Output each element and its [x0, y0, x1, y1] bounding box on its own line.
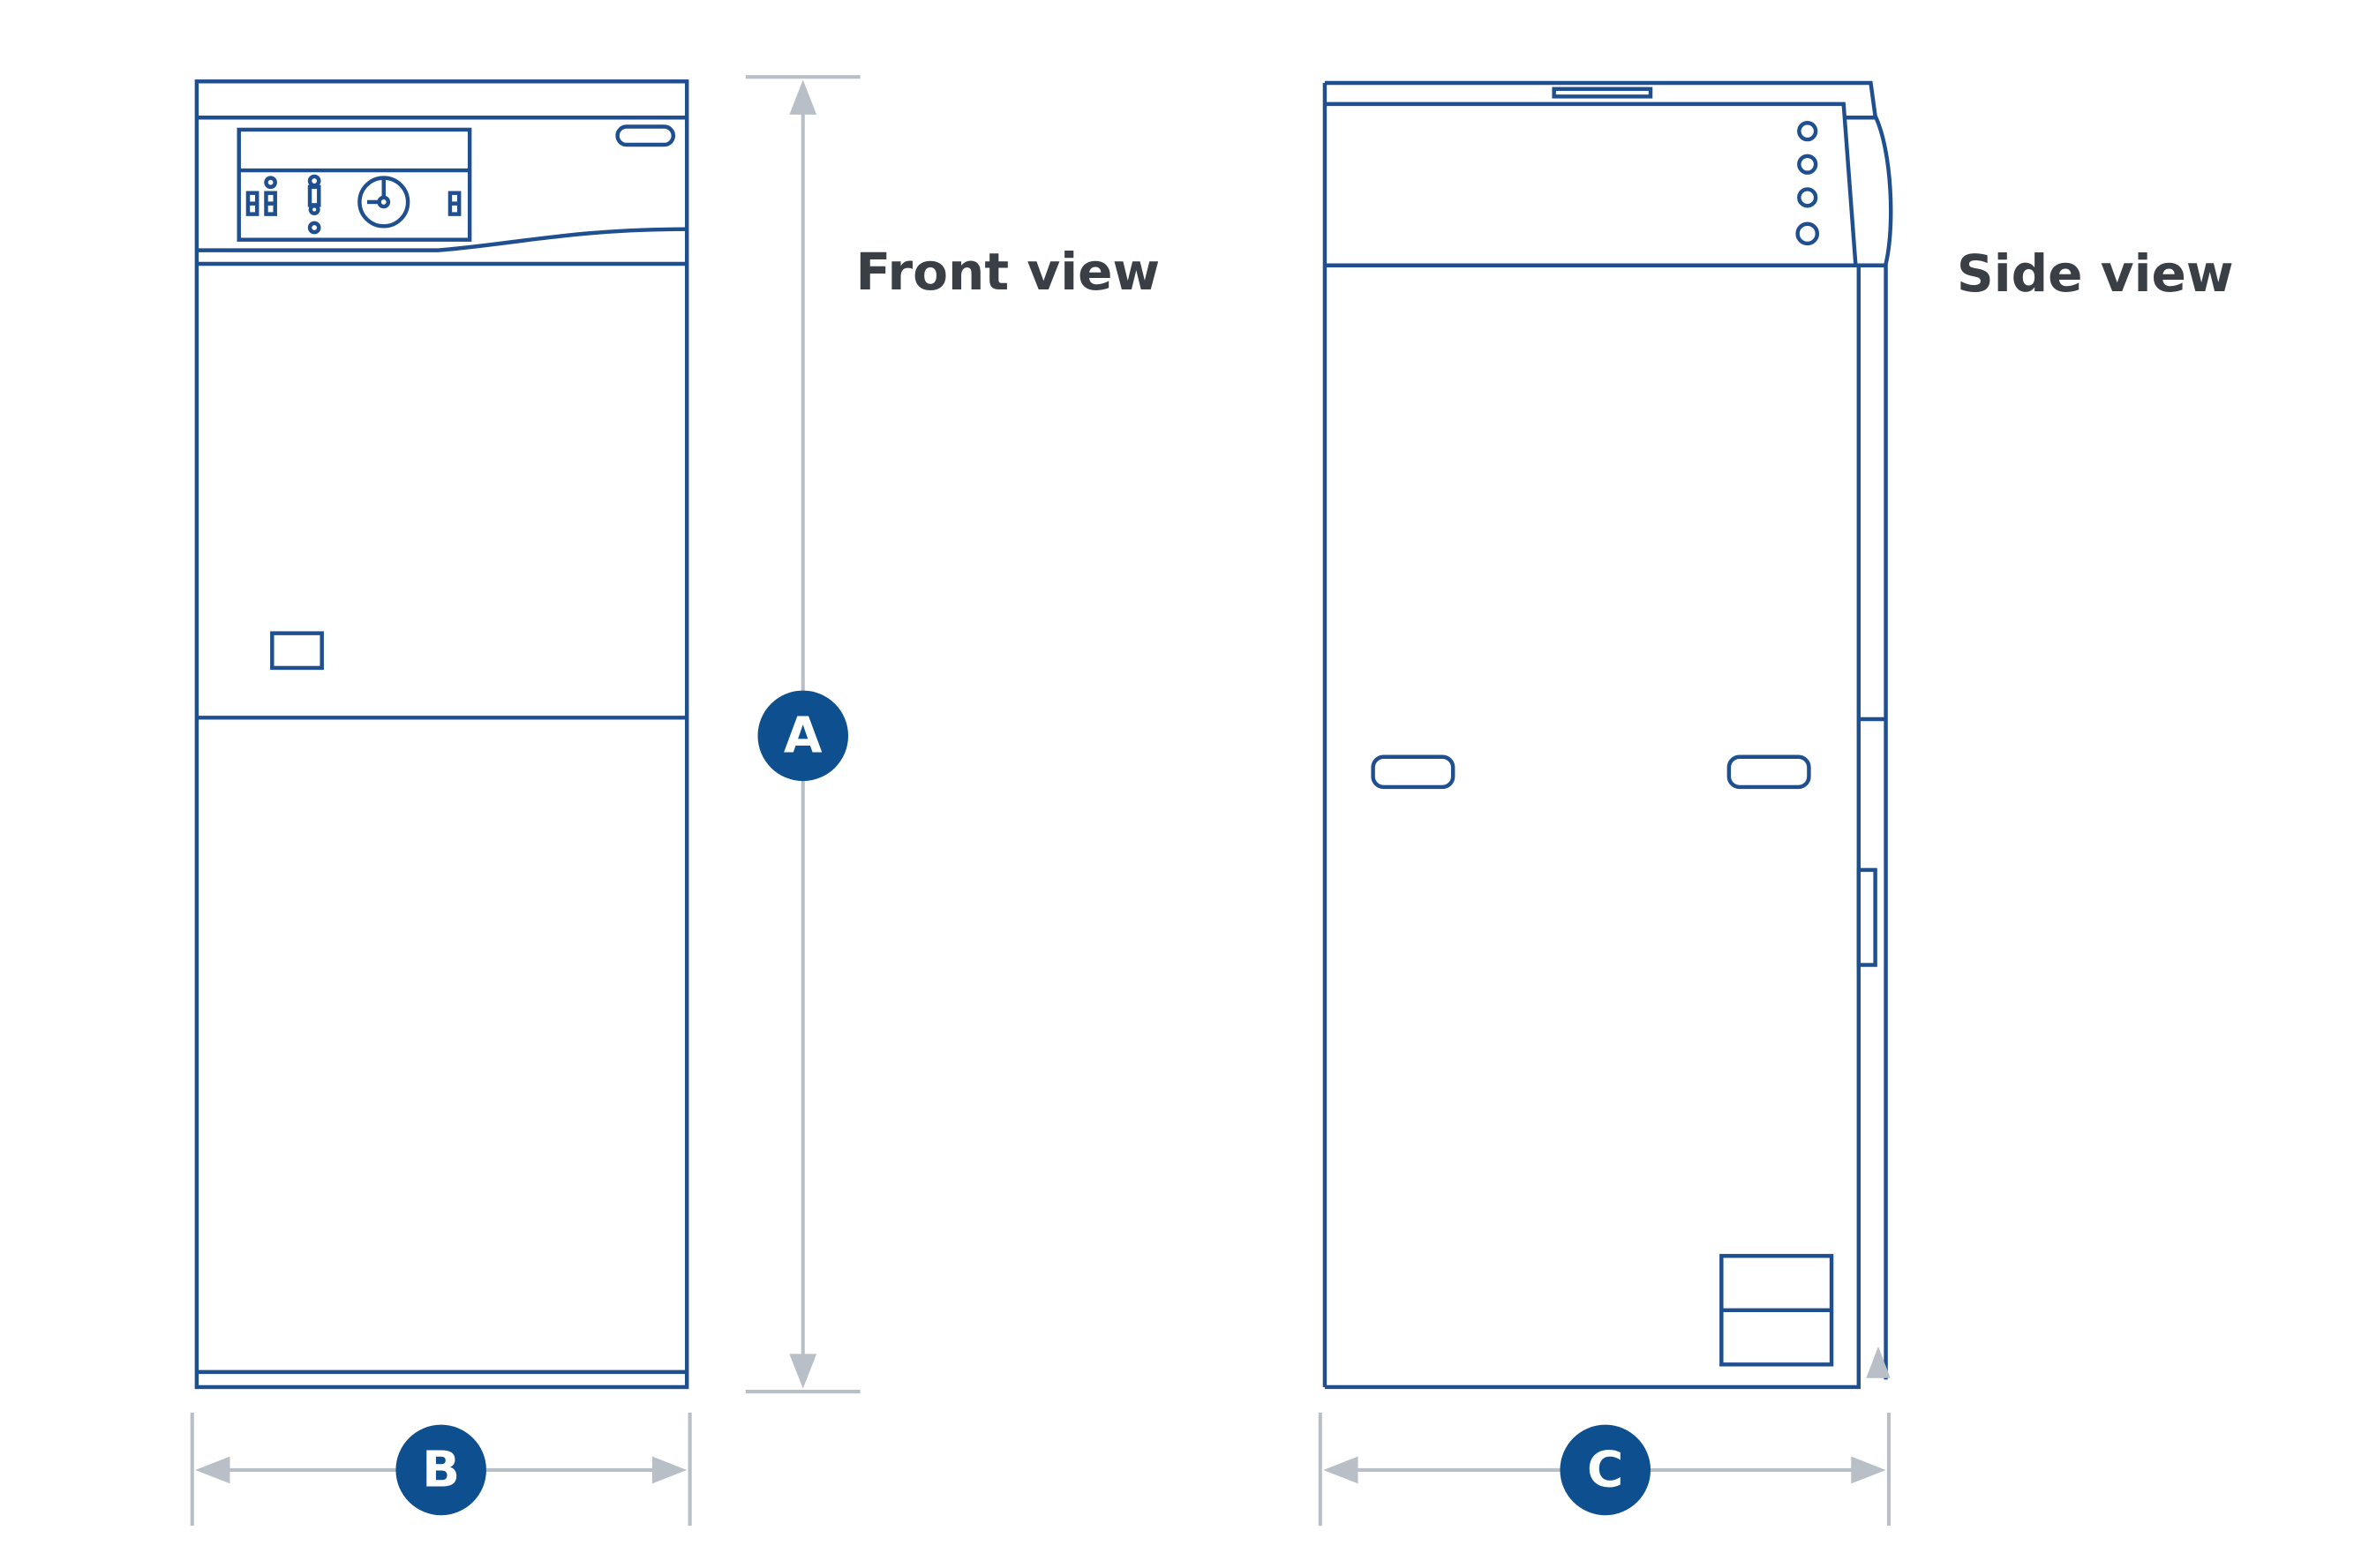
dimension-badge-c: C — [1560, 1424, 1651, 1516]
side-handle-right — [1726, 754, 1811, 790]
front-view-drawing — [194, 79, 689, 1390]
control-switch-3 — [307, 184, 321, 207]
side-port-2 — [1797, 154, 1818, 175]
front-cabinet-outline — [194, 79, 689, 1390]
indicator-light-1 — [264, 176, 277, 190]
dimension-badge-b: B — [395, 1424, 486, 1516]
side-port-1 — [1797, 121, 1818, 142]
side-top-vent — [1552, 86, 1653, 99]
front-handle — [615, 124, 676, 147]
side-port-4 — [1795, 221, 1820, 246]
side-outer-profile — [1324, 80, 1893, 1380]
indicator-light-2 — [307, 174, 321, 188]
side-port-3 — [1797, 187, 1818, 208]
badge-c-letter: C — [1587, 1441, 1623, 1498]
side-hinge — [1856, 867, 1877, 967]
front-swoosh — [196, 227, 688, 252]
side-handle-left — [1371, 754, 1455, 790]
front-view-label: Front view — [856, 242, 1161, 302]
badge-a-letter: A — [784, 707, 823, 764]
badge-b-letter: B — [422, 1441, 460, 1498]
indicator-light-3 — [307, 221, 321, 235]
side-view-drawing — [1322, 80, 1893, 1390]
side-view-label: Side view — [1957, 244, 2234, 304]
dimension-badge-a: A — [757, 690, 849, 782]
front-inspection-window — [270, 631, 324, 671]
control-panel — [237, 127, 472, 242]
side-cabinet-outline — [1322, 82, 1861, 1390]
